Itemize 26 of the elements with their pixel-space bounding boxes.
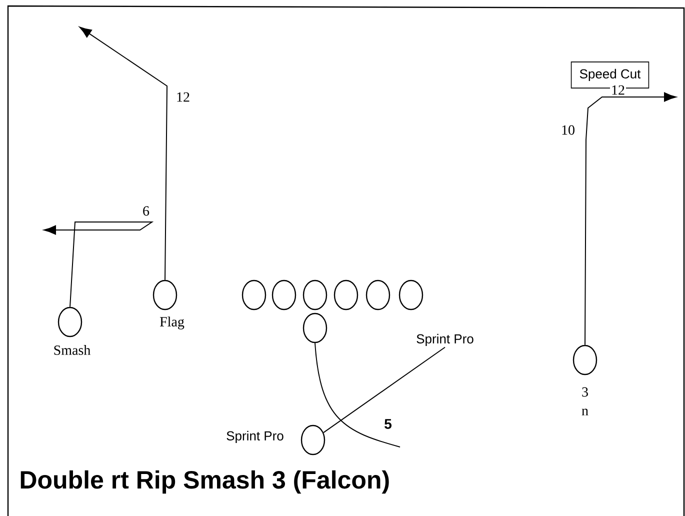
route-arrow xyxy=(584,92,676,346)
player-circle xyxy=(572,344,598,376)
play-title: Double rt Rip Smash 3 (Falcon) xyxy=(20,470,389,494)
player-label: Sprint Pro xyxy=(416,334,474,346)
player-label: 3 xyxy=(582,387,588,397)
player-circle xyxy=(334,280,358,310)
player-circle xyxy=(302,280,328,310)
edge-label: 12 xyxy=(610,84,626,96)
player-label: n xyxy=(582,408,588,416)
player-label: Sprint Pro xyxy=(226,430,284,444)
player-circle xyxy=(58,306,82,338)
player-label: Flag xyxy=(160,316,184,330)
edge-label: 12 xyxy=(175,91,191,103)
player-label: Smash xyxy=(54,345,90,355)
player-circle xyxy=(242,280,266,310)
player-circle xyxy=(366,280,390,310)
player-circle xyxy=(272,280,296,310)
route-arrow xyxy=(44,222,154,308)
route-label: 10 xyxy=(562,125,574,135)
player-circle xyxy=(302,312,328,344)
route-arrow xyxy=(79,26,168,280)
player-circle xyxy=(398,280,424,310)
edge-label: 6 xyxy=(142,205,150,217)
edge-label: 5 xyxy=(383,418,393,430)
player-circle xyxy=(300,424,326,456)
player-circle xyxy=(152,280,178,310)
